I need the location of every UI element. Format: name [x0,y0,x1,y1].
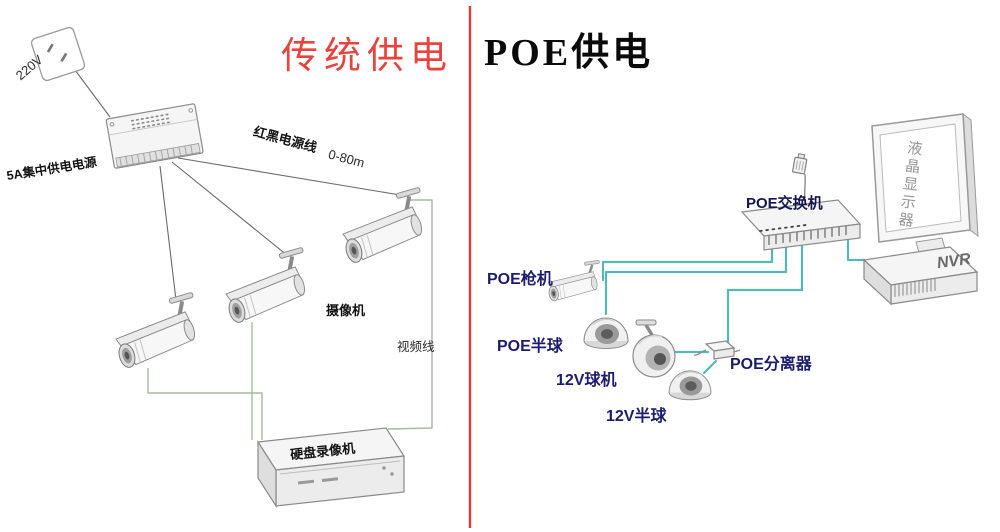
poe-cable-dome [604,240,788,316]
psu-camera-cable-2 [171,161,289,257]
bullet-camera-1 [332,185,437,267]
bullet-camera-label: POE枪机 [487,271,553,288]
splitter-cable-dome [702,359,718,375]
poe-cable-bullet [601,240,774,282]
outlet-to-psu-cable [71,65,111,118]
camera-label: 摄像机 [326,303,366,318]
power-outlet [30,26,86,82]
title-traditional: 传统供电 [281,36,453,77]
mini-dome-camera [668,370,712,401]
switch-label: POE交换机 [746,195,823,212]
ball-camera-label: 12V球机 [556,372,617,389]
psu-terminals [119,144,193,167]
poe-dome-camera [583,317,629,350]
psu-vents [130,113,174,130]
outlet-slots [46,43,68,62]
psu-camera-cable-3 [159,165,177,301]
ball-camera [632,319,676,378]
mini-dome-label: 12V半球 [606,408,667,425]
video-cable-3 [387,199,433,430]
dome-camera-label: POE半球 [497,338,563,355]
bullet-camera-2 [215,245,320,327]
poe-cable-splitter [726,240,804,346]
lcd-monitor [871,112,979,257]
switch-nvr-cable [846,238,866,262]
dvr-unit [256,427,406,509]
video-cable-1 [147,368,263,440]
power-supply-unit [105,103,204,169]
bullet-camera-3 [105,290,210,372]
nvr-unit [862,246,979,306]
nvr-vents [894,279,936,297]
splitter-label: POE分离器 [730,356,812,373]
title-poe: POE供电 [484,32,654,74]
switch-ports [768,226,847,245]
video-cable-label: 视频线 [397,340,435,354]
poe-splitter [693,340,741,360]
poe-switch [740,199,862,251]
poe-bullet-camera [544,258,606,303]
psu-camera-cable-1 [177,157,407,197]
